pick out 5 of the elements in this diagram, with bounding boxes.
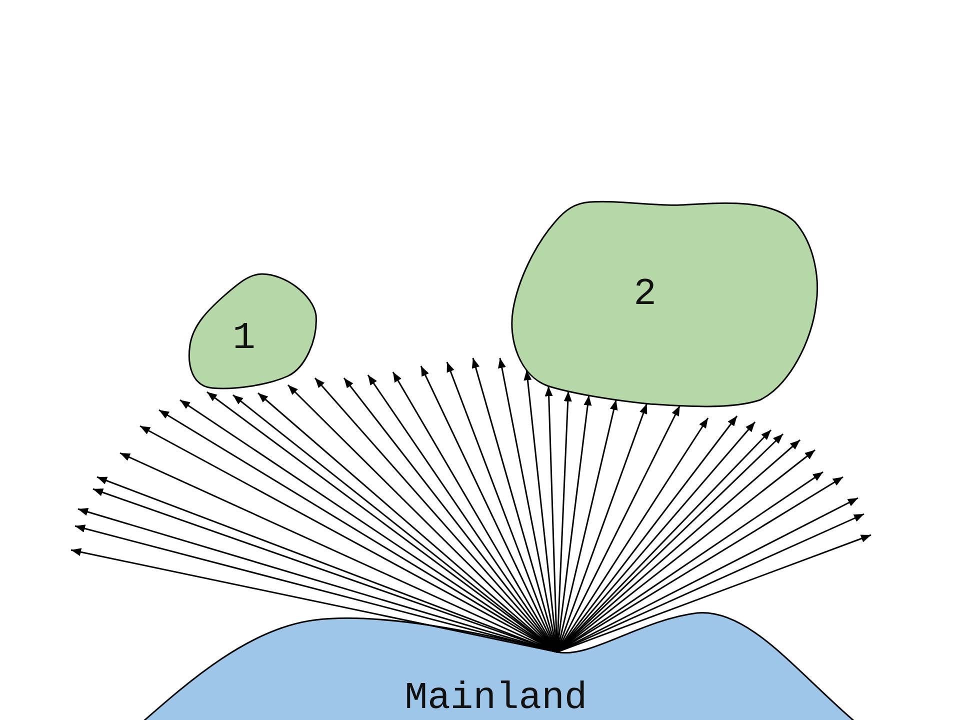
arrow — [70, 548, 558, 653]
island-label: 1 — [232, 320, 256, 358]
island-label: 2 — [634, 276, 656, 314]
region-label: Mainland — [404, 680, 588, 718]
arrow — [556, 534, 872, 653]
